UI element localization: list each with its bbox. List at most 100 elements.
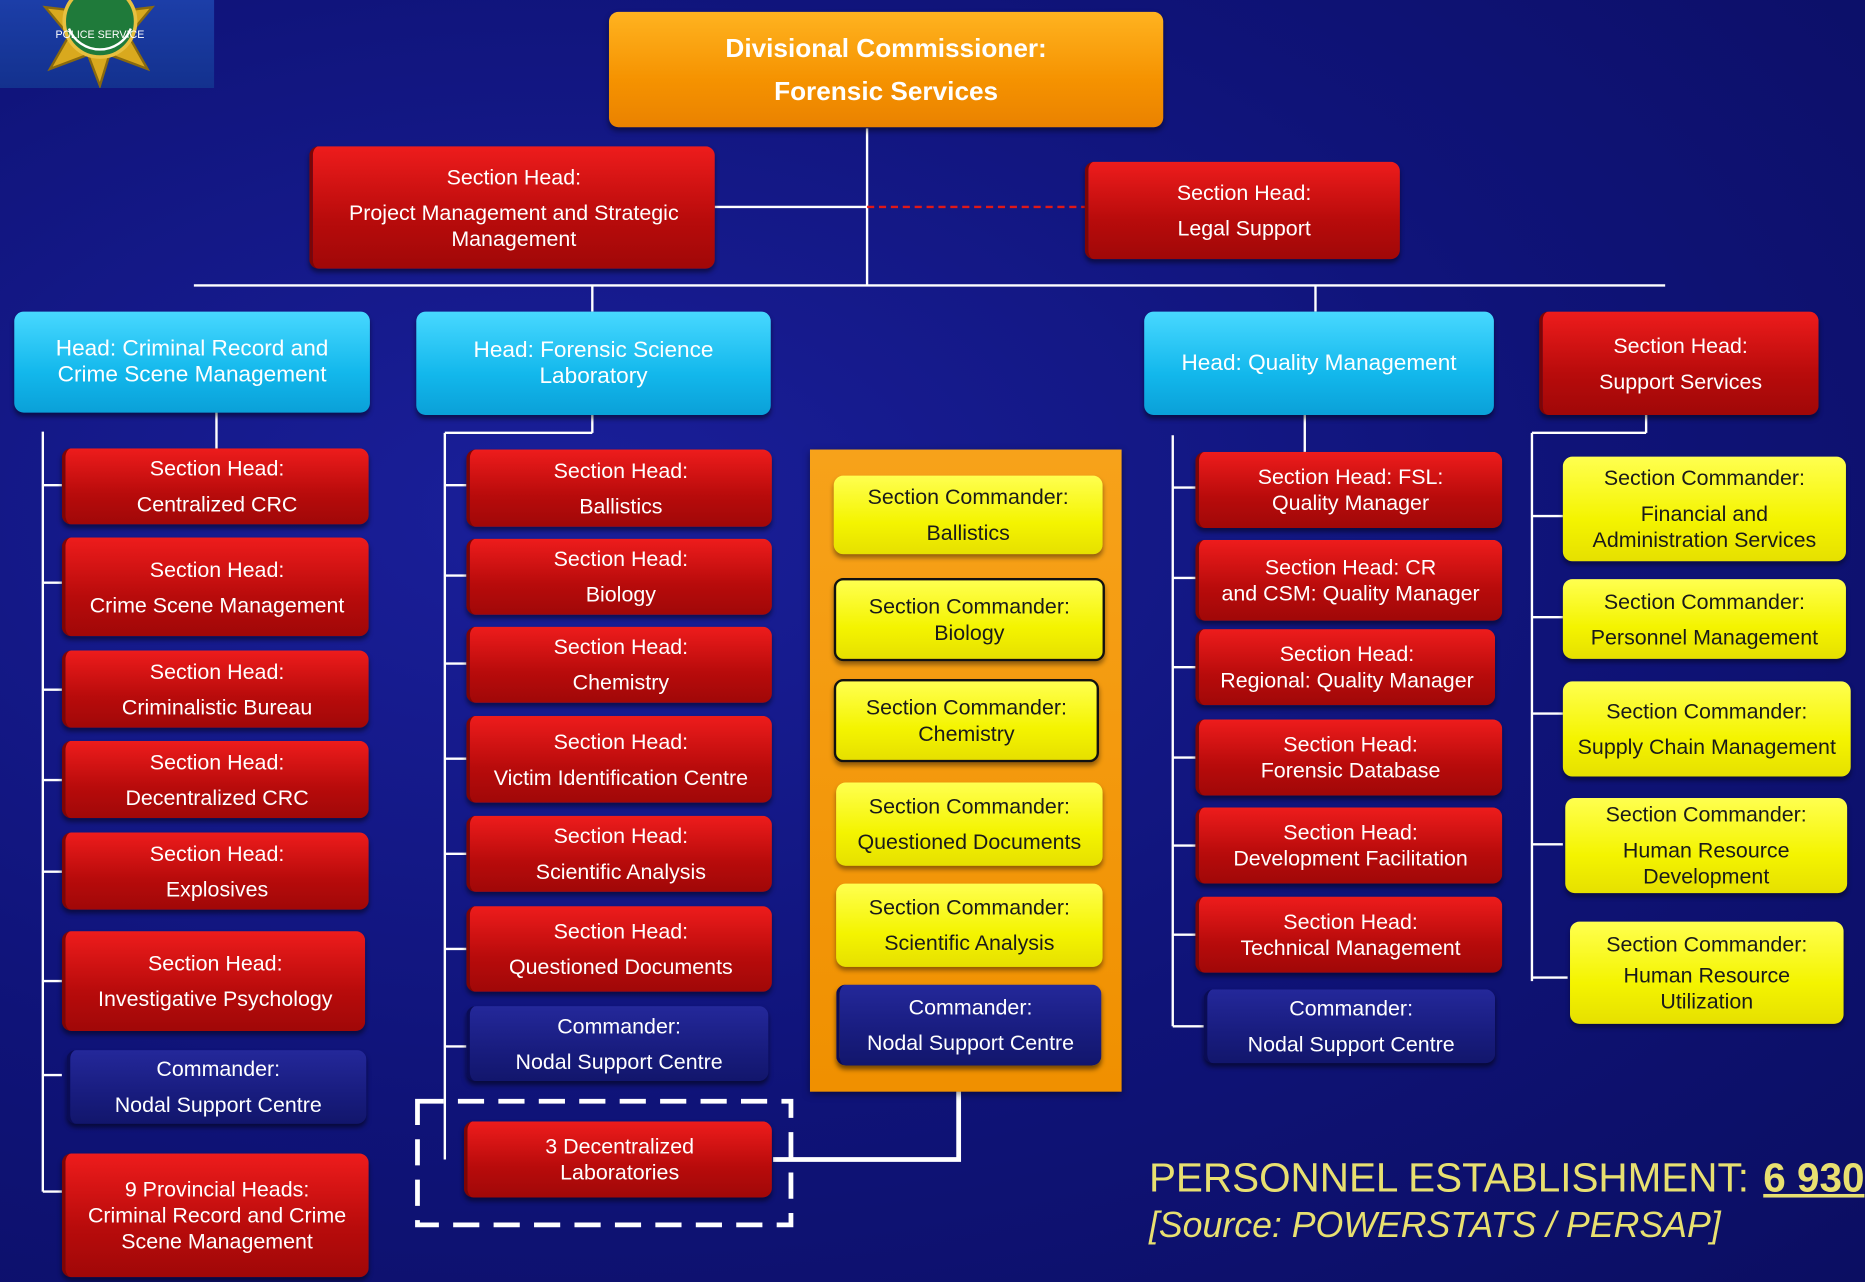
box-line-1: Section Head: [149, 557, 285, 581]
box-line-1: Section Commander: [868, 594, 1070, 619]
box-line-2: Nodal Support Centre [515, 1049, 723, 1074]
box-line-2: Centralized CRC [136, 492, 298, 517]
box-line-1: Head: Forensic Science Laboratory [473, 337, 714, 389]
box-line-2: Explosives [165, 877, 269, 901]
col3-box-1: Section Commander: Biology [833, 577, 1105, 662]
box-line-2: Regional: Quality Manager [1220, 668, 1474, 693]
box-line-1: Commander: [156, 1057, 281, 1081]
personnel-establishment: PERSONNEL ESTABLISHMENT:6 930 [1149, 1156, 1864, 1202]
box-line-1: 3 Decentralized [545, 1134, 695, 1159]
box-line-1: Section Head: [553, 458, 689, 483]
col4-box-1: Section Head: CR and CSM: Quality Manage… [1195, 539, 1503, 621]
col1-box-5: Section Head: Investigative Psychology [61, 931, 366, 1032]
box-line-1: Section Head: [553, 824, 689, 848]
col2-box-4: Section Head: Scientific Analysis [466, 815, 772, 892]
box-line-1: Section Head: [1283, 820, 1418, 845]
box-line-1: Section Commander: [1603, 466, 1805, 490]
box-line-1: Section Head: [1176, 180, 1312, 205]
box-line-2: Human Resource Utilization [1623, 963, 1791, 1014]
box-line-1: Divisional Commissioner: [725, 32, 1047, 63]
box-line-1: Section Head: [149, 456, 285, 481]
box-line-1: Section Commander: [1605, 802, 1807, 827]
logo-text: POLICE SERVICE [55, 29, 144, 41]
box-line-2: Scientific Analysis [884, 931, 1055, 955]
box-line-1: Section Head: [149, 749, 285, 774]
box-line-2: Forensic Services [774, 75, 999, 106]
col3-box-4: Section Commander: Scientific Analysis [836, 883, 1103, 967]
box-line-2: Biology [934, 620, 1005, 645]
col5-box-1: Section Commander: Personnel Management [1562, 579, 1846, 659]
box-line-2: Questioned Documents [508, 954, 733, 979]
box-line-1: Section Head: [1613, 333, 1748, 358]
col1-box-6: Commander: Nodal Support Centre [66, 1050, 367, 1124]
box-line-2: Ballistics [579, 494, 663, 518]
col4-box-0: Section Head: FSL: Quality Manager [1195, 451, 1503, 529]
col4-box-4: Section Head: Development Facilitation [1195, 807, 1503, 884]
box-line-2: Financial and Administration Services [1592, 501, 1817, 552]
head-quality-box: Head: Quality Management [1144, 311, 1494, 416]
head-support-box: Section Head: Support Services [1539, 311, 1819, 416]
head-fsl-box: Head: Forensic Science Laboratory [416, 311, 771, 416]
box-line-2: Criminalistic Bureau [121, 695, 313, 719]
project-management-box: Section Head: Project Management and Str… [309, 146, 715, 269]
box-line-1: Section Commander: [1603, 589, 1805, 614]
box-line-1: Commander: [557, 1013, 681, 1038]
box-line-2: Chemistry [572, 670, 670, 695]
col5-box-4: Section Commander: Human Resource Utiliz… [1570, 921, 1844, 1024]
col4-box-2: Section Head: Regional: Quality Manager [1195, 629, 1496, 706]
col4-box-5: Section Head: Technical Management [1195, 896, 1503, 973]
col5-box-2: Section Commander: Supply Chain Manageme… [1562, 681, 1851, 777]
box-line-1: Section Commander: [1606, 932, 1808, 957]
box-line-1: Section Commander: [1606, 699, 1808, 724]
col1-box-1: Section Head: Crime Scene Management [61, 537, 369, 637]
box-line-1: Section Head: [149, 841, 285, 866]
col2-box-2: Section Head: Chemistry [466, 626, 772, 703]
box-line-1: Section Head: [1283, 909, 1418, 934]
box-line-1: Section Head: [446, 164, 582, 189]
box-line-2: Human Resource Development [1622, 838, 1790, 889]
col4-box-6: Commander: Nodal Support Centre [1203, 989, 1496, 1064]
box-line-2: Technical Management [1240, 935, 1461, 960]
col2-box-5: Section Head: Questioned Documents [466, 906, 772, 992]
box-line-1: Section Head: [553, 919, 689, 944]
col1-box-0: Section Head: Centralized CRC [61, 448, 369, 525]
col2-box-6: Commander: Nodal Support Centre [466, 1006, 769, 1081]
col2-box-1: Section Head: Biology [466, 538, 772, 615]
col2-box-0: Section Head: Ballistics [466, 449, 772, 527]
col2-box-7: 3 Decentralized Laboratories [463, 1121, 772, 1198]
box-line-2: and CSM: Quality Manager [1221, 581, 1480, 606]
box-line-1: Section Commander: [867, 485, 1069, 509]
box-line-1: Section Commander: [865, 695, 1067, 720]
box-line-2: Decentralized CRC [125, 785, 309, 810]
police-badge-logo: POLICE SERVICE [0, 0, 215, 89]
col3-box-2: Section Commander: Chemistry [833, 679, 1100, 763]
box-line-2: Nodal Support Centre [866, 1031, 1075, 1055]
box-line-2: Chemistry [918, 721, 1015, 746]
box-line-1: Section Commander: [868, 895, 1070, 920]
col3-box-5: Commander: Nodal Support Centre [836, 984, 1102, 1066]
box-line-2: Support Services [1599, 369, 1763, 394]
box-line-1: Section Head: FSL: [1257, 464, 1444, 489]
box-line-1: Section Head: CR [1264, 555, 1437, 580]
box-line-2: Legal Support [1177, 216, 1311, 241]
box-line-1: Commander: [1289, 996, 1414, 1021]
col1-box-3: Section Head: Decentralized CRC [61, 740, 369, 819]
box-line-2: Ballistics [926, 520, 1010, 545]
box-line-1: Head: Criminal Record and Crime Scene Ma… [55, 335, 329, 388]
col1-box-2: Section Head: Criminalistic Bureau [61, 650, 369, 728]
box-line-2: Supply Chain Management [1577, 734, 1836, 759]
box-line-1: Section Head: [553, 635, 689, 659]
divisional-commissioner-box: Divisional Commissioner: Forensic Servic… [608, 11, 1164, 128]
col1-box-4: Section Head: Explosives [61, 832, 369, 910]
col2-box-3: Section Head: Victim Identification Cent… [466, 715, 772, 803]
box-line-1: Section Head: [553, 729, 689, 754]
legal-support-box: Section Head: Legal Support [1084, 161, 1400, 260]
col1-box-7: 9 Provincial Heads: Criminal Record and … [61, 1153, 369, 1278]
box-line-2: Crime Scene Management [89, 592, 345, 617]
box-line-1: Section Head: [148, 951, 283, 976]
box-line-1: Section Head: [553, 547, 689, 571]
box-line-2: Scientific Analysis [535, 859, 706, 884]
box-line-2: Nodal Support Centre [1247, 1032, 1455, 1057]
box-line-2: Criminal Record and Crime Scene Manageme… [87, 1203, 347, 1254]
